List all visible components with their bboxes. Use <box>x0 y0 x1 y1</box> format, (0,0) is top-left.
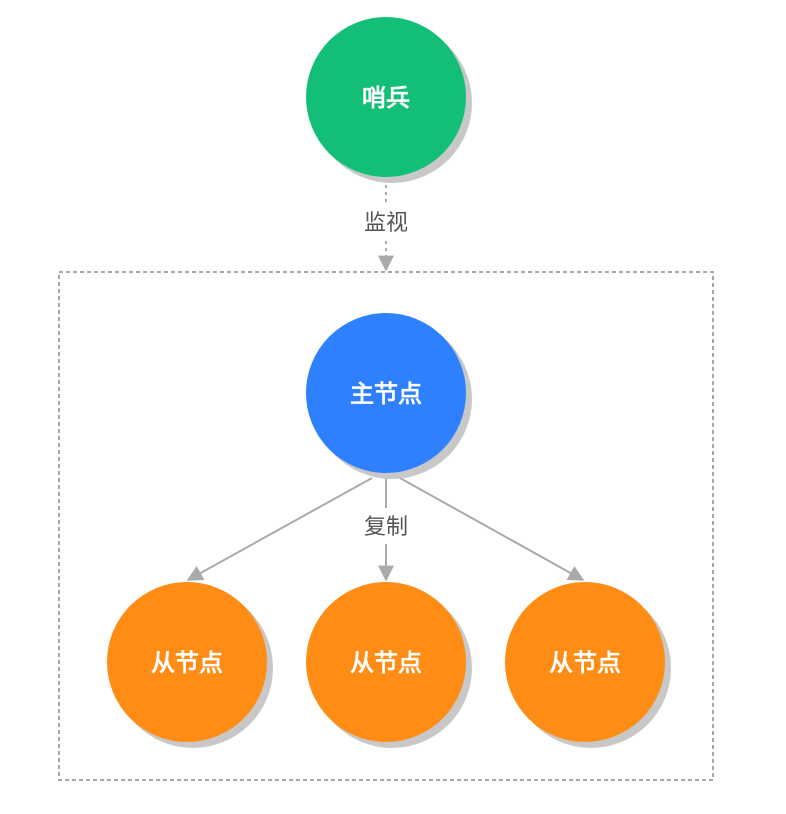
master-node-circle <box>306 313 466 473</box>
master-node-label: 主节点 <box>350 380 422 408</box>
replicate-label-bg <box>350 508 422 544</box>
slave-node-circle <box>306 582 466 742</box>
sentinel-node: 哨兵 <box>306 17 472 183</box>
slave-node-circle <box>107 582 267 742</box>
slave-node-circle <box>505 582 665 742</box>
monitor-label-bg <box>352 204 420 240</box>
monitor-label: 监视 <box>364 211 408 236</box>
replicate-label: 复制 <box>364 515 408 540</box>
sentinel-node-circle <box>306 17 466 177</box>
slave-node-label: 从节点 <box>549 649 621 677</box>
slave-node: 从节点 <box>107 582 273 748</box>
replicate-edge-left <box>186 477 373 581</box>
replicate-edge-right <box>399 477 585 581</box>
slave-node-label: 从节点 <box>151 649 223 677</box>
slave-node-label: 从节点 <box>350 649 422 677</box>
slave-node: 从节点 <box>306 582 472 748</box>
slave-node: 从节点 <box>505 582 671 748</box>
master-node: 主节点 <box>306 313 472 479</box>
sentinel-node-label: 哨兵 <box>362 84 410 112</box>
